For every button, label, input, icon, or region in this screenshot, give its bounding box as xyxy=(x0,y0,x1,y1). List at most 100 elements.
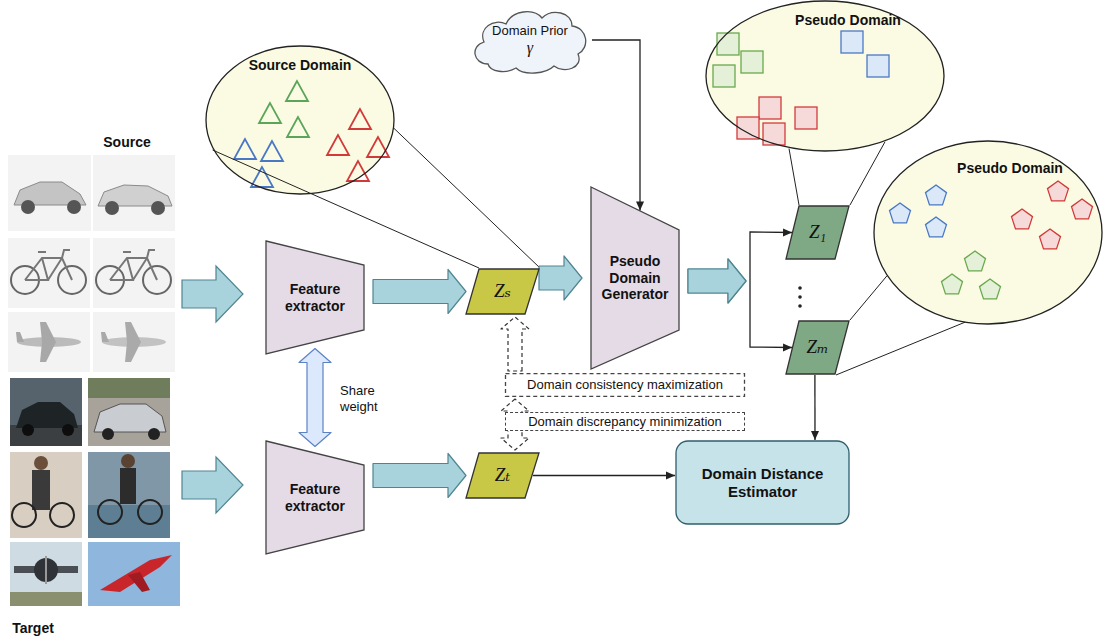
block-arrow xyxy=(373,454,466,498)
target-photo xyxy=(88,378,170,398)
pseudo-samples xyxy=(965,251,986,271)
node-label: Pseudo Domain Generator xyxy=(595,253,675,303)
node-label: Domain Distance Estimator xyxy=(685,465,840,501)
pseudo-samples xyxy=(942,251,1001,299)
target-photo xyxy=(10,592,82,606)
source-samples xyxy=(259,103,281,123)
share-arrow xyxy=(299,349,331,447)
latent-parallelogram: Z₁ xyxy=(785,205,850,260)
ellipsis-dots xyxy=(798,286,802,308)
leader-line xyxy=(850,276,887,320)
node-label: Source Domain xyxy=(249,57,352,74)
share-arrow xyxy=(299,349,331,447)
domain-ellipse-outline xyxy=(206,46,394,194)
target-photo xyxy=(10,425,82,446)
node-label: γ xyxy=(527,38,533,57)
source-photo xyxy=(21,200,35,214)
input-arrow xyxy=(182,266,243,322)
block-arrow xyxy=(373,270,466,314)
target-photo xyxy=(121,454,135,468)
source-photo xyxy=(40,322,56,342)
target-photo xyxy=(148,428,160,440)
pseudo-samples xyxy=(713,33,763,87)
objective-box-outline xyxy=(506,374,745,397)
prior-arrow xyxy=(592,40,644,211)
latent-parallelogram-outline xyxy=(466,453,539,498)
generator-trapezoid: Pseudo Domain Generator xyxy=(590,186,680,370)
pseudo-samples xyxy=(741,51,763,73)
source-photo xyxy=(67,200,81,214)
source-photo xyxy=(40,342,56,362)
arrow-head xyxy=(783,343,792,351)
source-photo xyxy=(16,332,24,342)
pseudo-samples xyxy=(717,33,739,55)
target-photo xyxy=(45,556,47,584)
split-arrow xyxy=(750,281,792,348)
latent-parallelogram-outline xyxy=(786,321,849,374)
source-photo xyxy=(8,312,90,372)
panel-label: Source xyxy=(103,134,150,150)
extractor-trapezoid-outline xyxy=(266,241,364,354)
domain-ground xyxy=(206,46,394,194)
node-label: Z₁ xyxy=(809,221,826,244)
target-photo xyxy=(10,452,82,538)
target-photo xyxy=(88,378,170,446)
latent-parallelogram: Zₜ xyxy=(465,452,540,499)
source-photo xyxy=(151,201,165,215)
leader-line xyxy=(850,142,885,205)
node-label: Zₘ xyxy=(806,336,828,359)
prior-cloud-outline xyxy=(475,12,586,73)
block-arrow xyxy=(373,270,466,314)
panel-label: Target xyxy=(12,620,54,636)
target-photo xyxy=(88,542,180,606)
source-samples xyxy=(286,81,308,101)
flow-arrow xyxy=(533,475,675,476)
pseudo-samples xyxy=(1012,181,1093,249)
text-holder: Zₛ xyxy=(465,268,540,315)
leader-line xyxy=(836,322,965,375)
source-photo xyxy=(101,332,109,342)
pseudo-samples xyxy=(841,31,889,77)
flow-arrow xyxy=(811,375,819,440)
source-photo xyxy=(110,250,157,280)
pseudo-samples xyxy=(926,217,947,237)
target-photo xyxy=(100,555,172,592)
source-samples xyxy=(259,81,309,137)
source-photo xyxy=(105,201,119,215)
target-photo xyxy=(10,378,180,606)
domain-ellipse-outline xyxy=(706,1,944,151)
source-samples xyxy=(349,109,371,129)
target-photo xyxy=(62,424,74,436)
arrow-head xyxy=(783,228,792,236)
source-photo xyxy=(125,342,141,362)
generator-trapezoid-outline xyxy=(591,187,679,369)
node-label: Pseudo Domain xyxy=(795,12,901,29)
source-photo xyxy=(125,322,141,342)
split-arrow xyxy=(688,259,746,303)
extractor-trapezoid-outline xyxy=(266,441,364,554)
edge-label: Share weight xyxy=(340,383,396,419)
objective-arrow xyxy=(501,317,529,371)
leader-line xyxy=(789,142,885,205)
source-samples xyxy=(367,137,389,157)
objective-box: Domain consistency maximization xyxy=(505,373,745,397)
split-arrow xyxy=(750,232,792,281)
target-photo xyxy=(98,500,122,524)
source-samples xyxy=(234,139,256,159)
objective-arrow xyxy=(501,317,529,371)
node-label: Zₛ xyxy=(494,280,511,303)
pseudo-samples xyxy=(713,65,735,87)
target-photo xyxy=(22,424,34,436)
source-photo xyxy=(93,155,175,231)
source-samples xyxy=(234,81,389,187)
block-arrow xyxy=(373,454,466,498)
source-photo xyxy=(25,250,72,280)
leader-line xyxy=(213,128,540,269)
input-arrow xyxy=(182,266,243,513)
latent-parallelogram-outline xyxy=(786,206,849,259)
text-holder: Zₜ xyxy=(465,452,540,499)
latent-parallelogram: Zₛ xyxy=(465,268,540,315)
text-holder: Domain Priorγ xyxy=(468,4,592,76)
node-label: Domain consistency maximization xyxy=(527,377,723,393)
